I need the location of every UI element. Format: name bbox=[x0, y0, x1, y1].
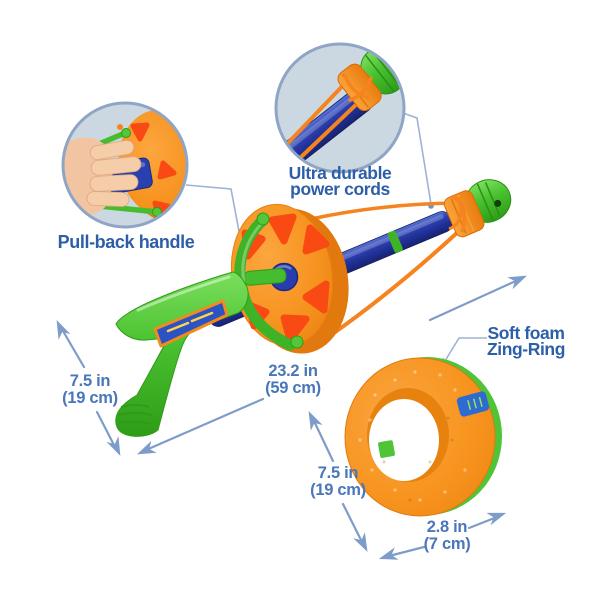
shaft-green-band bbox=[387, 230, 403, 253]
ring-width-dimension: 2.8 in (7 cm) bbox=[423, 518, 471, 553]
ring-hole bbox=[369, 399, 439, 481]
power-cord-wrap2 bbox=[448, 196, 463, 231]
grip-ridges bbox=[117, 404, 153, 425]
dimension-ring-diameter-lines bbox=[305, 411, 371, 553]
launcher-grip bbox=[115, 271, 249, 437]
power-cords-label: Ultra durable power cords bbox=[288, 163, 392, 199]
launcher-length-dimension: 23.2 in (59 cm) bbox=[265, 362, 321, 397]
ring-sticker bbox=[456, 391, 490, 417]
callout-line-zing-ring bbox=[438, 337, 487, 369]
grip-height-dimension: 7.5 in (19 cm) bbox=[62, 372, 118, 407]
launcher-illustration bbox=[115, 179, 512, 437]
power-cord-lower bbox=[329, 229, 461, 337]
ring-texture-dots bbox=[382, 416, 454, 502]
zing-ring-illustration bbox=[344, 357, 502, 517]
power-cord-wrap bbox=[451, 194, 467, 233]
dimension-launcher-length-lines bbox=[137, 272, 527, 458]
inset-pull-back-circle bbox=[61, 101, 189, 229]
brand-sticker bbox=[153, 299, 229, 348]
power-cord-upper bbox=[309, 201, 458, 221]
zing-ring-label: Soft foam Zing-Ring bbox=[486, 323, 566, 359]
pull-back-handle-text: Pull-back handle bbox=[57, 232, 195, 252]
pull-back-handle-label: Pull-back handle bbox=[40, 232, 212, 252]
ring-diameter-dimension: 7.5 in (19 cm) bbox=[310, 464, 366, 499]
inset-power-cords bbox=[287, 74, 364, 160]
ring-green-notch bbox=[378, 440, 395, 458]
dimension-ring-width-lines bbox=[379, 508, 506, 564]
dimension-grip-height-lines bbox=[53, 320, 124, 456]
inset-power-cords-circle bbox=[274, 42, 406, 174]
